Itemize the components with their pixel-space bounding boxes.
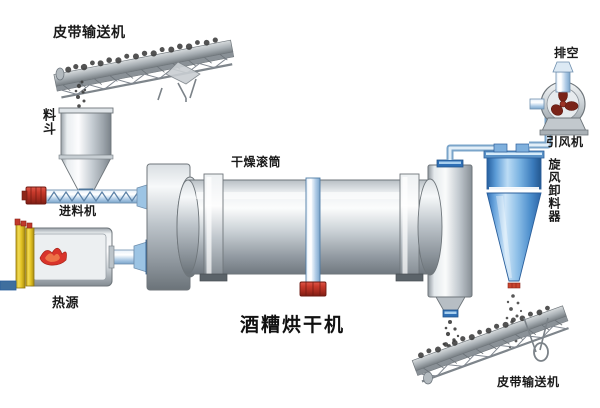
label-belt-conveyor-bottom: 皮带输送机 (497, 375, 560, 389)
material-stream-top (74, 80, 87, 108)
heat-source (14, 218, 154, 289)
page-title: 酒糟烘干机 (240, 314, 346, 336)
hopper (58, 107, 114, 197)
label-heat-source: 热源 (52, 296, 80, 311)
label-induced-draft-fan: 引风机 (546, 135, 584, 149)
label-drying-drum: 干燥滚筒 (231, 155, 282, 169)
label-belt-conveyor-top: 皮带输送机 (53, 25, 126, 41)
material-stream-cyclone (505, 294, 523, 349)
label-feeder: 进料机 (59, 204, 97, 218)
label-cyclone-discharger: 旋风卸料器 (547, 158, 561, 223)
belt-conveyor-bottom (411, 305, 569, 385)
label-exhaust: 排空 (554, 46, 580, 60)
screw-feeder (21, 183, 158, 211)
induced-draft-fan (529, 61, 589, 136)
drum-riding-ring-1 (199, 173, 228, 282)
label-hopper: 料斗 (40, 108, 55, 136)
drum-riding-ring-2 (395, 173, 424, 282)
flame-icon (39, 247, 67, 266)
cyclone-discharger (0, 143, 545, 349)
drying-drum (176, 173, 429, 297)
discharge-chamber (417, 159, 473, 358)
belt-conveyor-top (53, 37, 235, 108)
drum-drive-unit (299, 177, 327, 297)
